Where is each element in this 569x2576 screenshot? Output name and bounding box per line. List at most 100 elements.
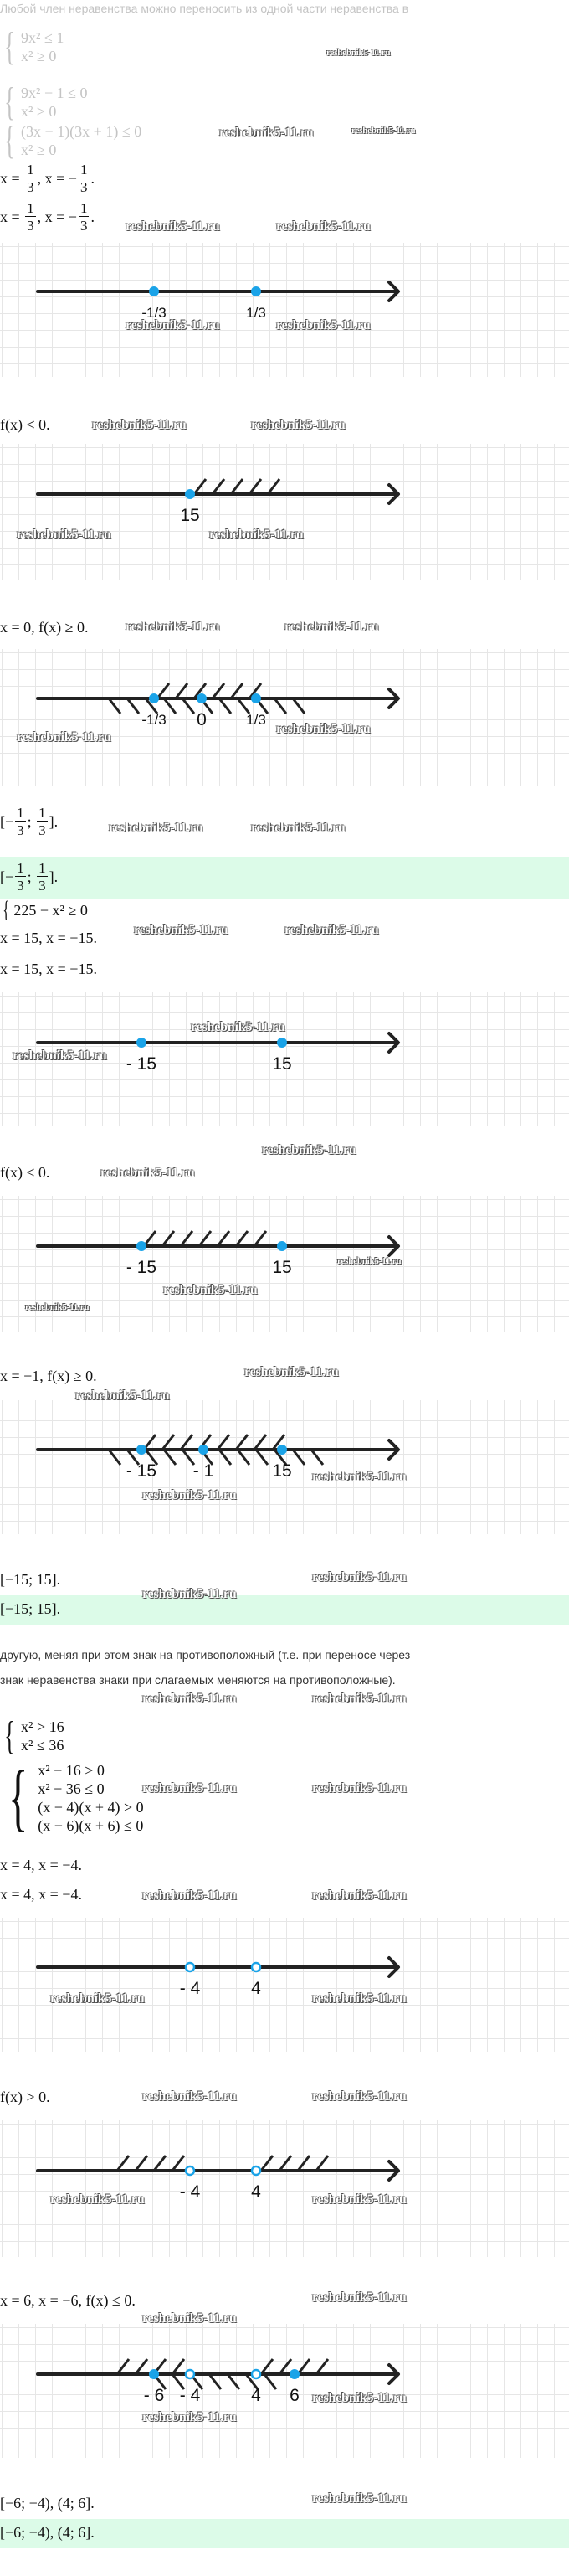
hatch-mark [248, 683, 263, 699]
hatch-mark [234, 1434, 249, 1450]
system-row: (3x − 1)(3x + 1) ≤ 0 [21, 123, 142, 140]
number-line [36, 2358, 400, 2390]
hatch-mark [179, 1434, 194, 1450]
hatch-mark [162, 698, 177, 714]
watermark: reshebnik5-11.ru [25, 1302, 90, 1312]
number-line [36, 1032, 400, 1054]
hatch-mark [229, 478, 244, 495]
sign-condition: f(x) ≤ 0. [0, 1164, 49, 1182]
open-point [184, 1961, 196, 1973]
watermark: reshebnik5-11.ru [351, 126, 416, 136]
point-label: 1/3 [246, 712, 266, 728]
watermark: reshebnik5-11.ru [142, 1692, 237, 1706]
system-row: x² > 16 [21, 1718, 64, 1735]
answer: [−15; 15]. [0, 1600, 60, 1618]
hatch-mark [171, 2155, 186, 2172]
watermark: reshebnik5-11.ru [276, 318, 371, 332]
intro-text: Любой член неравенства можно переносить … [0, 2, 409, 15]
hatch-mark [315, 2155, 330, 2172]
number-line [36, 1956, 400, 1978]
math-text: , x = − [37, 208, 77, 225]
point-label: 15 [272, 1461, 292, 1481]
hatch-mark [234, 1230, 249, 1247]
system-row: 225 − x² ≥ 0 [13, 902, 88, 919]
hatch-mark [161, 1434, 176, 1450]
watermark: reshebnik5-11.ru [276, 219, 371, 234]
filled-point [251, 286, 261, 296]
filled-point [198, 1445, 208, 1455]
sign-condition: f(x) > 0. [0, 2089, 50, 2106]
math-text: x = 15, x = −15. [0, 961, 97, 977]
math-text: f(x) < 0. [0, 416, 50, 433]
watermark: reshebnik5-11.ru [262, 1143, 356, 1157]
hatch-mark [107, 698, 122, 714]
watermark: reshebnik5-11.ru [284, 923, 379, 937]
test-point-line: x = 6, x = −6, f(x) ≤ 0. [0, 2292, 136, 2310]
system-row: 9x² − 1 ≤ 0 [21, 85, 88, 101]
hatch-mark [244, 2373, 259, 2390]
hatch-mark [216, 1230, 231, 1247]
point-label: 15 [180, 506, 200, 525]
filled-point [277, 1038, 287, 1048]
number-line [36, 281, 400, 302]
point-label: - 4 [179, 2386, 201, 2405]
result-line: [−15; 15]. [0, 1571, 60, 1589]
answer-band: [−15; 15]. [0, 1595, 569, 1625]
hatch-mark [253, 1434, 268, 1450]
hatch-mark [162, 1449, 177, 1466]
open-point [250, 2165, 262, 2177]
filled-point [149, 286, 159, 296]
watermark: reshebnik5-11.ru [100, 1166, 195, 1180]
point-label: 1/3 [246, 305, 266, 321]
hatch-mark [179, 1230, 194, 1247]
filled-point [277, 1241, 287, 1251]
roots-line-repeat: x = 15, x = −15. [0, 961, 97, 978]
math-text: . [90, 169, 95, 187]
point-label: - 4 [179, 1979, 201, 1998]
system-225: { 225 − x² ≥ 0 [0, 900, 88, 920]
number-line [36, 683, 400, 714]
hatch-mark [181, 1449, 196, 1466]
point-label: - 15 [126, 1258, 157, 1277]
watermark: reshebnik5-11.ru [312, 2290, 407, 2305]
watermark: reshebnik5-11.ru [251, 418, 346, 432]
arrow-icon [387, 688, 400, 709]
hatch-mark [259, 2358, 274, 2375]
math-text: [−6; −4), (4; 6]. [0, 2524, 95, 2541]
watermark: reshebnik5-11.ru [337, 1256, 402, 1266]
hatch-mark [278, 2358, 293, 2375]
open-point [184, 2368, 196, 2380]
brace-icon: { [3, 900, 10, 920]
hatch-mark [253, 1230, 268, 1247]
math-text: , x = − [37, 169, 77, 187]
hatch-mark [208, 2373, 223, 2390]
answer: [−6; −4), (4; 6]. [0, 2524, 95, 2542]
math-text: ; [27, 868, 36, 885]
watermark: reshebnik5-11.ru [312, 1888, 407, 1903]
hatch-mark [126, 1449, 141, 1466]
sign-condition: f(x) < 0. [0, 416, 50, 434]
filled-point [290, 2369, 300, 2379]
system-row: (x − 6)(x + 6) ≤ 0 [38, 1817, 144, 1834]
brace-icon: { [4, 24, 15, 69]
arrow-icon [387, 1032, 400, 1054]
system-row: x² ≥ 0 [21, 142, 57, 158]
system-row: (x − 4)(x + 4) > 0 [38, 1799, 144, 1816]
hatch-mark [291, 1449, 306, 1466]
watermark: reshebnik5-11.ru [126, 219, 220, 234]
brace-icon: { [8, 1756, 28, 1839]
arrow-icon [387, 1956, 400, 1978]
system-row: x² ≥ 0 [21, 48, 57, 64]
watermark: reshebnik5-11.ru [312, 1781, 407, 1795]
hatch-mark [254, 1449, 269, 1466]
arrow-icon [387, 281, 400, 302]
